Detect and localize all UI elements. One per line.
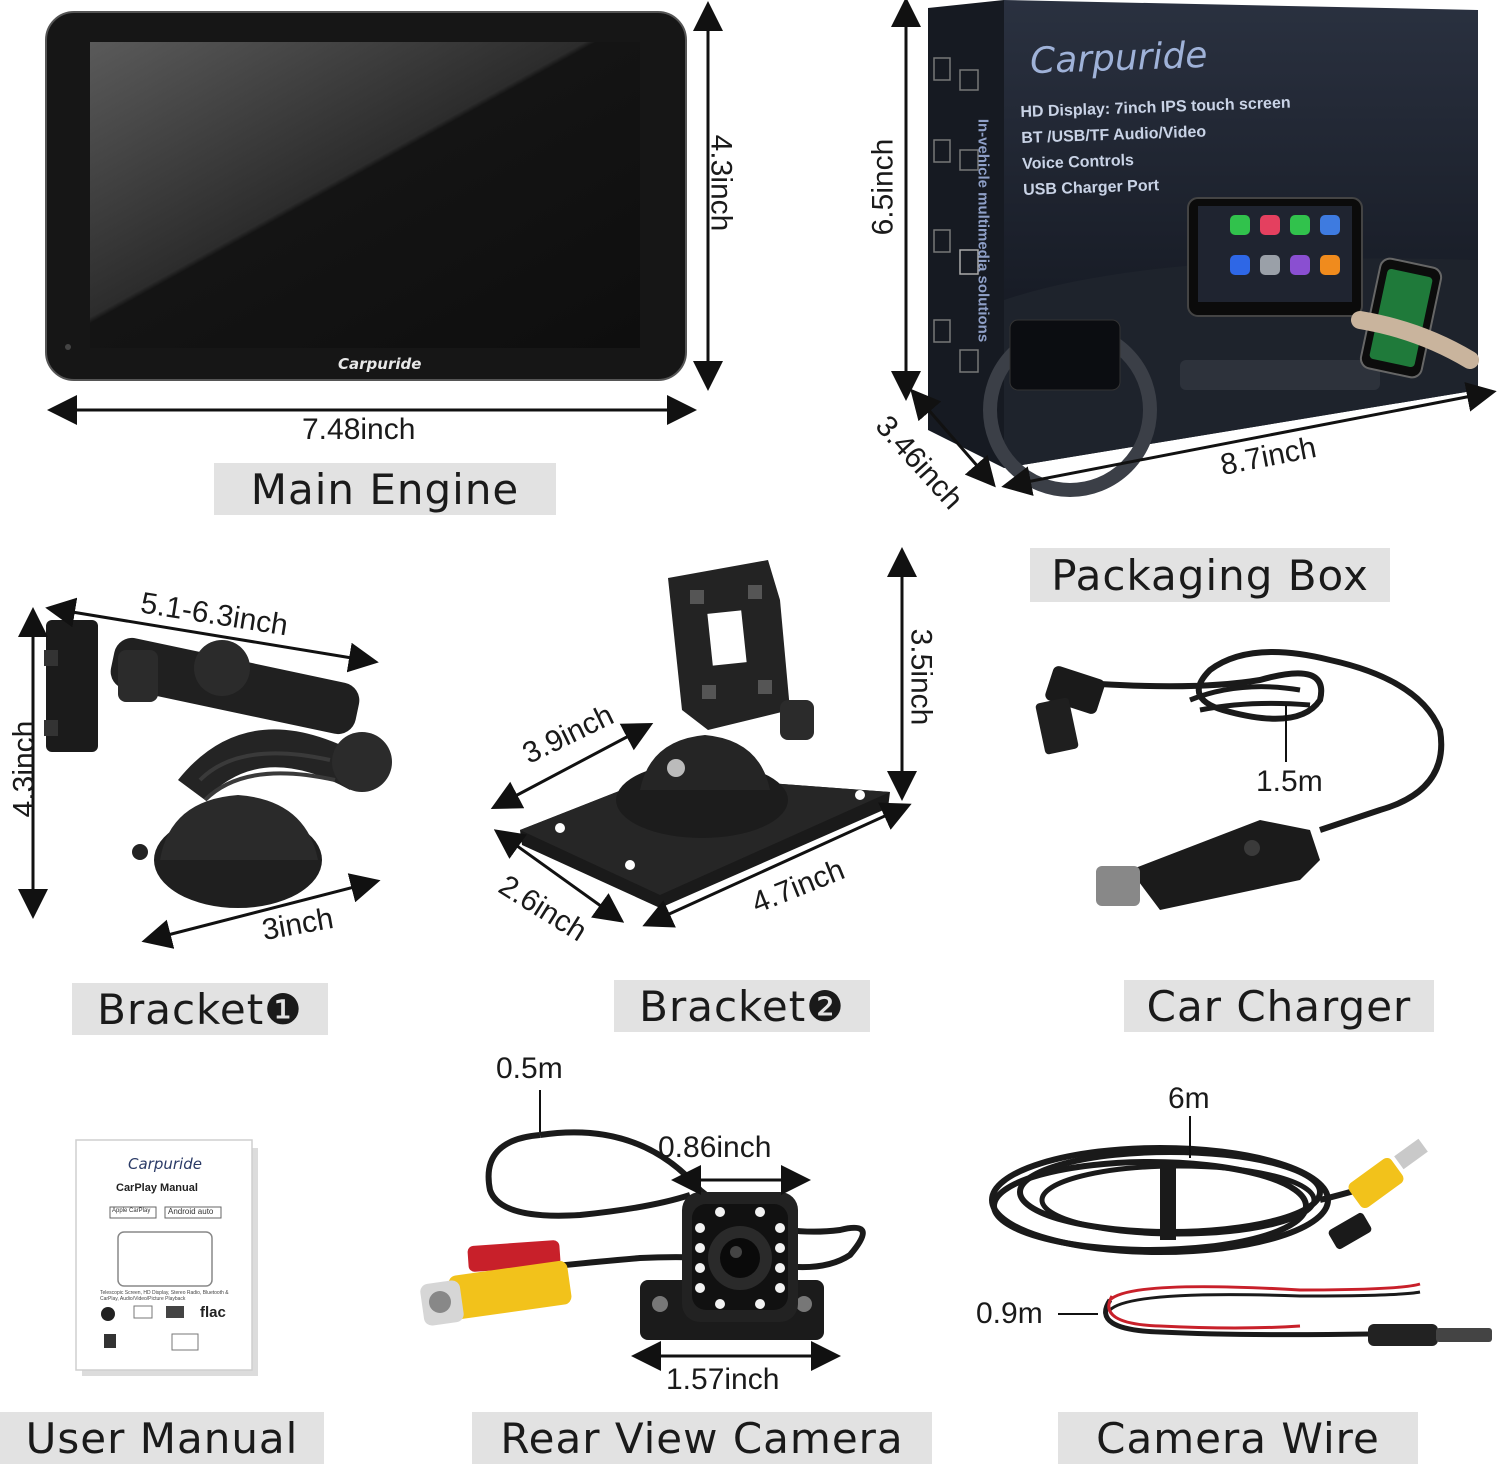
manual-description: Telescopic Screen, HD Display, Stereo Ra… <box>100 1290 229 1302</box>
manual-title: CarPlay Manual <box>116 1182 198 1194</box>
manual-flac-logo: flac <box>200 1304 226 1321</box>
b2-depth-arrow <box>490 722 654 810</box>
main-device-logo: Carpuride <box>338 355 422 373</box>
caption-user-manual: User Manual <box>0 1412 324 1464</box>
caption-camera-wire: Camera Wire <box>1058 1412 1418 1464</box>
box-side-text: In-vehicle multimedia solutions <box>974 118 992 343</box>
main-width-label: 7.48inch <box>302 413 416 446</box>
b1-base-arrow <box>141 873 381 949</box>
cam-bottom-label: 1.57inch <box>666 1363 780 1396</box>
charger-length-label: 1.5m <box>1256 765 1323 798</box>
b2-short-arrow <box>493 829 625 923</box>
caption-main-engine: Main Engine <box>214 463 556 515</box>
box-height-label: 6.5inch <box>866 138 900 236</box>
main-height-label: 4.3inch <box>704 134 738 232</box>
box-logo: Carpuride <box>1029 34 1209 83</box>
car-charger <box>1035 649 1445 910</box>
caption-bracket1: Bracket❶ <box>72 983 328 1035</box>
b1-height-label: 4.3inch <box>7 720 41 818</box>
b2-long-arrow <box>642 802 912 928</box>
rear-view-camera <box>420 1129 866 1340</box>
cam-width-label: 0.86inch <box>658 1131 772 1164</box>
caption-rear-view-camera: Rear View Camera <box>472 1412 932 1464</box>
caption-car-charger: Car Charger <box>1124 980 1434 1032</box>
box-depth-arrow <box>910 388 996 488</box>
b1-width-arrow <box>45 597 379 673</box>
b2-height-label: 3.5inch <box>904 628 938 726</box>
wire-short-label: 0.9m <box>976 1297 1043 1330</box>
camera-wire <box>989 1138 1492 1346</box>
bracket1-suction-mount <box>44 620 392 908</box>
manual-badge-carplay: Apple CarPlay <box>112 1208 151 1214</box>
user-manual-booklet <box>75 1139 258 1376</box>
manual-badge-android: Android auto <box>168 1207 214 1216</box>
caption-bracket2: Bracket❷ <box>614 980 870 1032</box>
box-feature-list: HD Display: 7inch IPS touch screen BT /U… <box>1020 91 1294 204</box>
manual-logo: Carpuride <box>128 1155 202 1173</box>
caption-packaging-box: Packaging Box <box>1030 548 1390 602</box>
wire-long-label: 6m <box>1168 1082 1210 1115</box>
cam-cable-label: 0.5m <box>496 1052 563 1085</box>
box-width-arrow <box>1001 382 1497 496</box>
main-engine-device <box>45 11 687 381</box>
